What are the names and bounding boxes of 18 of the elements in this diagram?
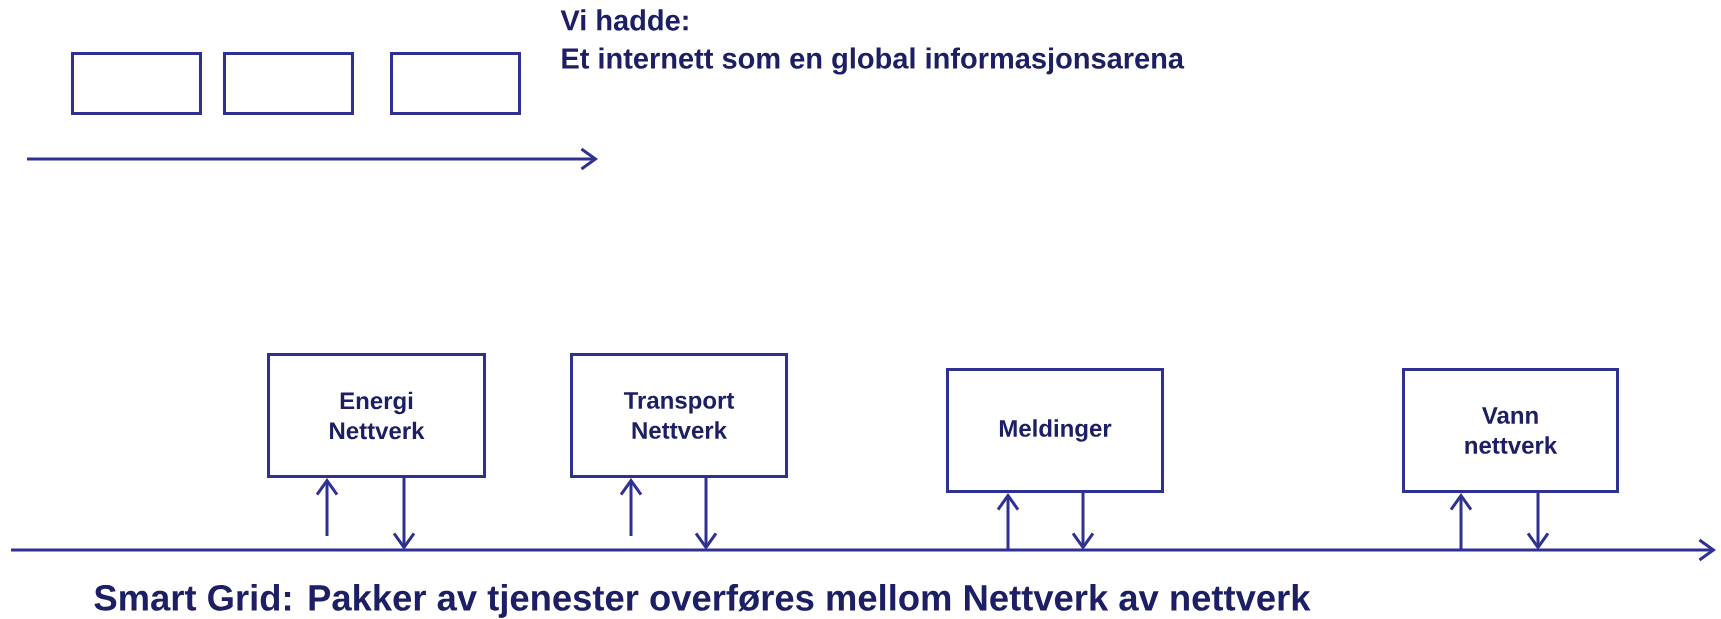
heading-text: Et internett som en global informasjonsarena	[562, 47, 1185, 75]
arrow	[392, 478, 416, 550]
arrow	[1071, 493, 1095, 550]
arrow	[619, 478, 643, 536]
arrow	[1449, 493, 1473, 550]
empty-box	[223, 52, 354, 115]
caption-text: Smart Grid: Pakker av tjenester overføres mellom Nettverk av nettverk	[94, 584, 1311, 618]
arrow	[694, 478, 718, 550]
empty-box	[71, 52, 202, 115]
arrow	[996, 493, 1020, 550]
empty-box	[390, 52, 521, 115]
network-box: Meldinger	[946, 368, 1164, 493]
network-box: Transport Nettverk	[570, 353, 788, 478]
heading-text: Vi hadde:	[560, 9, 688, 31]
arrow	[315, 478, 339, 536]
network-box: Energi Nettverk	[267, 353, 486, 478]
network-box: Vann nettverk	[1402, 368, 1619, 493]
arrow	[1526, 493, 1550, 550]
